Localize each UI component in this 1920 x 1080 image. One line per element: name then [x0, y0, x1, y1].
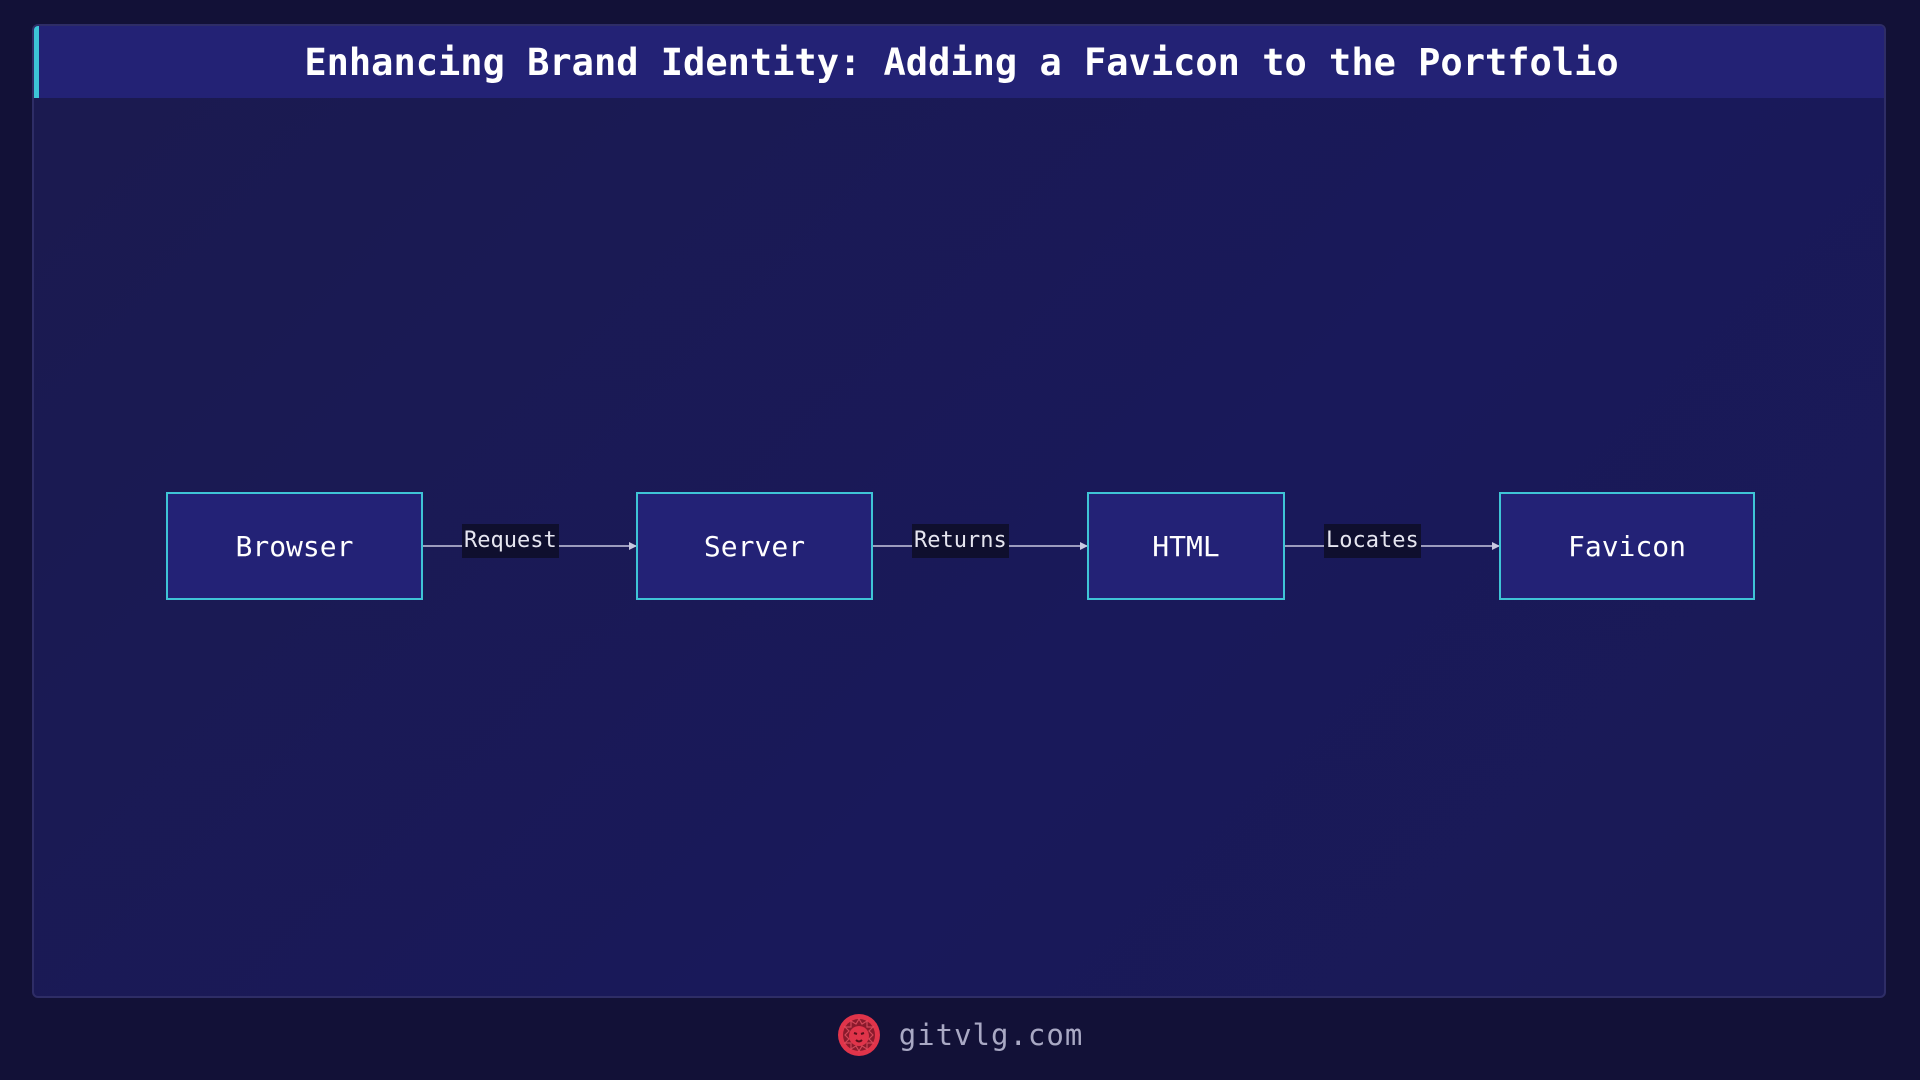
edge-label-request: Request [462, 524, 559, 558]
edge-label-returns: Returns [912, 524, 1009, 558]
node-favicon-label: Favicon [1567, 529, 1686, 563]
footer-site-link[interactable]: gitvlg.com [898, 1018, 1084, 1052]
node-server: Server [636, 492, 873, 600]
node-server-label: Server [703, 529, 806, 563]
node-html-label: HTML [1152, 529, 1220, 563]
footer: gitvlg.com [0, 1010, 1920, 1060]
node-favicon: Favicon [1499, 492, 1755, 600]
lion-logo-icon [837, 1014, 880, 1056]
page-title: Enhancing Brand Identity: Adding a Favic… [304, 40, 1619, 84]
node-browser-label: Browser [235, 529, 354, 563]
title-bar: Enhancing Brand Identity: Adding a Favic… [34, 26, 1884, 98]
edge-label-locates: Locates [1324, 524, 1421, 558]
node-browser: Browser [166, 492, 423, 600]
node-html: HTML [1087, 492, 1285, 600]
